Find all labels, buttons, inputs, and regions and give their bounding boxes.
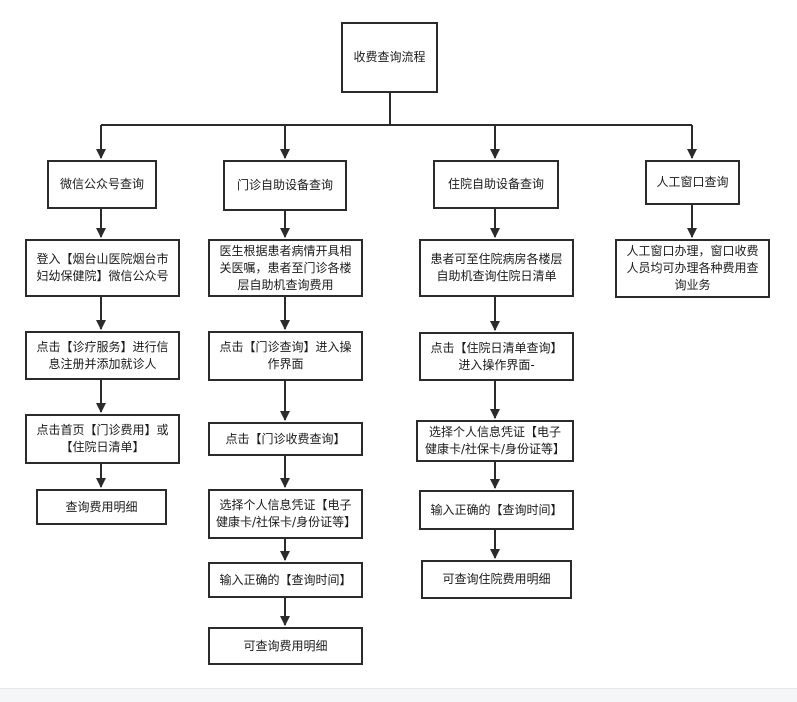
step-label: 患者可至住院病房各楼层自助机查询住院日清单 bbox=[430, 252, 563, 283]
step-node: 选择个人信息凭证【电子健康卡/社保卡/身份证等】 bbox=[208, 489, 363, 539]
step-node: 查询费用明细 bbox=[36, 489, 167, 525]
step-label: 选择个人信息凭证【电子健康卡/社保卡/身份证等】 bbox=[424, 425, 566, 456]
step-label: 人工窗口办理，窗口收费人员均可办理各种费用查询业务 bbox=[626, 244, 759, 292]
step-label: 可查询费用明细 bbox=[243, 638, 328, 653]
bottom-bar bbox=[0, 689, 797, 702]
step-label: 医生根据患者病情开具相关医嘱，患者至门诊各楼层自助机查询费用 bbox=[219, 243, 352, 292]
step-node: 人工窗口办理，窗口收费人员均可办理各种费用查询业务 bbox=[615, 239, 770, 298]
header-node-manual-window: 人工窗口查询 bbox=[645, 160, 740, 205]
step-node: 点击【住院日清单查询】进入操作界面- bbox=[419, 332, 574, 381]
header-label: 住院自助设备查询 bbox=[447, 177, 544, 191]
step-node: 点击首页【门诊费用】或【住院日清单】 bbox=[25, 414, 180, 464]
step-node: 患者可至住院病房各楼层自助机查询住院日清单 bbox=[419, 239, 574, 297]
step-label: 点击【诊疗服务】进行信息注册并添加就诊人 bbox=[36, 339, 169, 371]
step-label: 选择个人信息凭证【电子健康卡/社保卡/身份证等】 bbox=[216, 498, 357, 529]
step-node: 点击【诊疗服务】进行信息注册并添加就诊人 bbox=[25, 331, 180, 380]
step-label: 可查询住院费用明细 bbox=[442, 572, 551, 586]
step-node: 可查询住院费用明细 bbox=[421, 560, 572, 599]
step-label: 点击【门诊查询】进入操作界面 bbox=[219, 340, 352, 371]
step-node: 可查询费用明细 bbox=[208, 627, 363, 665]
root-node: 收费查询流程 bbox=[341, 22, 438, 93]
step-node: 输入正确的【查询时间】 bbox=[208, 562, 363, 598]
step-node: 选择个人信息凭证【电子健康卡/社保卡/身份证等】 bbox=[416, 420, 574, 462]
header-node-wechat: 微信公众号查询 bbox=[47, 160, 157, 209]
step-node: 点击【门诊收费查询】 bbox=[208, 422, 363, 456]
header-node-outpatient: 门诊自助设备查询 bbox=[223, 160, 347, 211]
root-node-label: 收费查询流程 bbox=[353, 50, 426, 64]
step-node: 输入正确的【查询时间】 bbox=[419, 490, 574, 530]
header-label: 人工窗口查询 bbox=[656, 175, 729, 189]
step-label: 登入【烟台山医院烟台市妇幼保健院】微信公众号 bbox=[36, 252, 169, 283]
step-node: 点击【门诊查询】进入操作界面 bbox=[208, 331, 363, 381]
step-node: 登入【烟台山医院烟台市妇幼保健院】微信公众号 bbox=[25, 239, 180, 297]
header-label: 门诊自助设备查询 bbox=[236, 178, 333, 192]
header-node-inpatient: 住院自助设备查询 bbox=[433, 160, 559, 209]
step-label: 查询费用明细 bbox=[65, 499, 138, 514]
step-label: 点击【住院日清单查询】进入操作界面- bbox=[430, 340, 563, 372]
step-label: 输入正确的【查询时间】 bbox=[219, 572, 352, 587]
step-label: 点击【门诊收费查询】 bbox=[225, 431, 346, 446]
step-node: 医生根据患者病情开具相关医嘱，患者至门诊各楼层自助机查询费用 bbox=[208, 239, 363, 297]
step-label: 输入正确的【查询时间】 bbox=[430, 502, 563, 517]
step-label: 点击首页【门诊费用】或【住院日清单】 bbox=[36, 423, 169, 454]
header-label: 微信公众号查询 bbox=[59, 177, 144, 191]
